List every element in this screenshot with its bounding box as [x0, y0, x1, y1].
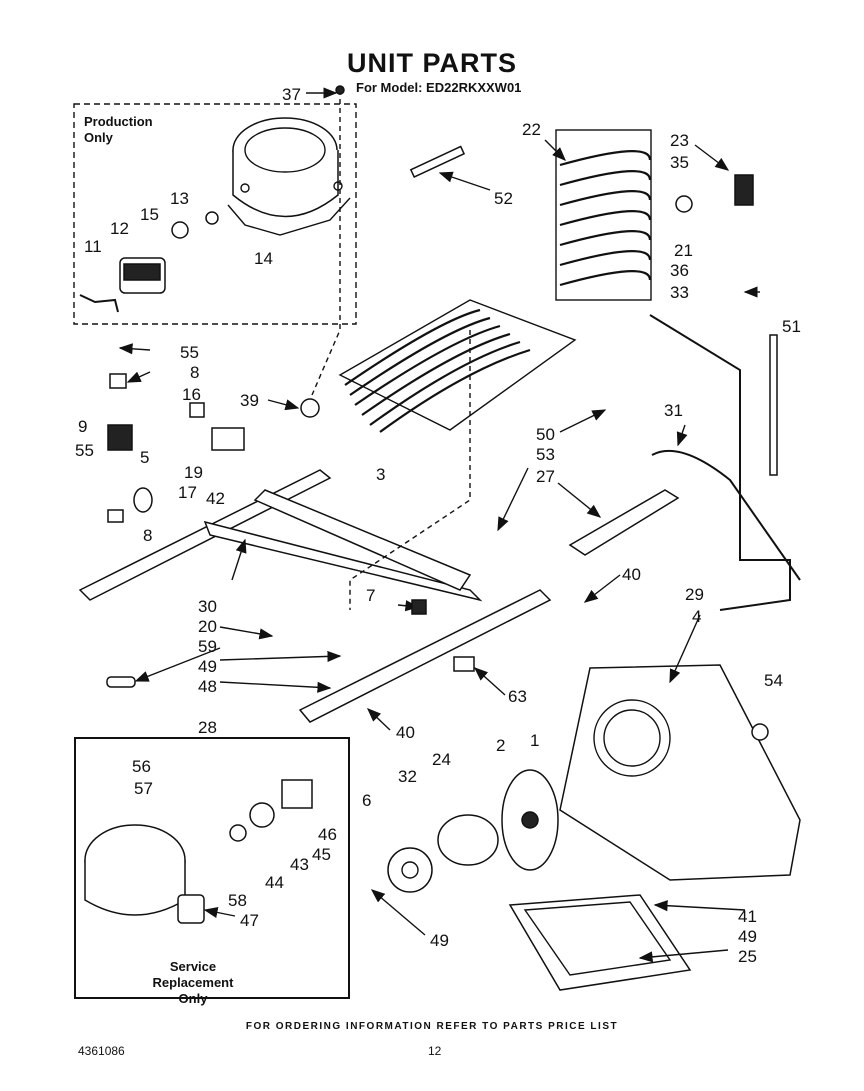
production-only-label: Production Only — [84, 114, 153, 146]
callout-48: 48 — [198, 677, 217, 696]
callout-44: 44 — [265, 873, 284, 892]
callout-37: 37 — [282, 85, 301, 104]
overload-part — [171, 221, 189, 239]
callout-28: 28 — [198, 718, 217, 737]
drain-pan-inner — [523, 901, 672, 976]
callout-31: 31 — [664, 401, 683, 420]
relay-service-part — [281, 779, 313, 809]
callout-56: 56 — [132, 757, 151, 776]
frame-rails — [78, 469, 552, 723]
callout-54: 54 — [764, 671, 783, 690]
drain-tube — [649, 314, 791, 611]
ordering-info-footer: FOR ORDERING INFORMATION REFER TO PARTS … — [245, 1021, 619, 1032]
production-label-line1: Production — [84, 114, 153, 129]
callout-6: 6 — [362, 791, 371, 810]
callout-7: 7 — [366, 586, 375, 605]
overload-service-part — [249, 802, 275, 828]
fan-motor — [387, 814, 499, 893]
drain-pan — [508, 894, 692, 991]
compressor-production — [227, 117, 351, 236]
callout-53: 53 — [536, 445, 555, 464]
tube-31 — [651, 449, 801, 581]
callout-30: 30 — [198, 597, 217, 616]
hardware-small — [106, 85, 778, 741]
document-number: 4361086 — [78, 1044, 125, 1058]
callout-17: 17 — [178, 483, 197, 502]
callout-1: 1 — [530, 731, 539, 750]
callout-11: 11 — [84, 237, 102, 256]
callout-49b: 49 — [738, 927, 757, 946]
callout-43: 43 — [290, 855, 309, 874]
callout-19: 19 — [184, 463, 203, 482]
callout-16: 16 — [182, 385, 201, 404]
callout-47: 47 — [240, 911, 259, 930]
fan-blade — [501, 769, 559, 871]
callout-27: 27 — [536, 467, 555, 486]
callout-33: 33 — [670, 283, 689, 302]
callout-49a: 49 — [198, 657, 217, 676]
condenser-coil — [555, 129, 652, 301]
callout-29: 29 — [685, 585, 704, 604]
service-label-line1: Service Replacement — [152, 959, 234, 990]
callout-32: 32 — [398, 767, 417, 786]
callout-21: 21 — [674, 241, 693, 260]
drier-part — [568, 489, 680, 556]
callout-4: 4 — [692, 607, 701, 626]
callout-40a: 40 — [622, 565, 641, 584]
callout-20: 20 — [198, 617, 217, 636]
callout-23: 23 — [670, 131, 689, 150]
callout-39: 39 — [240, 391, 259, 410]
callout-8b: 8 — [143, 526, 152, 545]
callout-57: 57 — [134, 779, 153, 798]
callout-14: 14 — [254, 249, 273, 268]
callout-55b: 55 — [75, 441, 94, 460]
callout-46: 46 — [318, 825, 337, 844]
fan-bracket — [559, 664, 801, 881]
callout-arrows — [118, 87, 760, 963]
callout-2: 2 — [496, 736, 505, 755]
callout-13: 13 — [170, 189, 189, 208]
clip-part — [79, 294, 119, 313]
callout-35: 35 — [670, 153, 689, 172]
washer-part — [205, 211, 219, 225]
callout-45: 45 — [312, 845, 331, 864]
compressor-service — [84, 824, 186, 916]
page-number: 12 — [428, 1044, 442, 1058]
callout-52: 52 — [494, 189, 513, 208]
callout-5: 5 — [140, 448, 149, 467]
callout-36: 36 — [670, 261, 689, 280]
callout-41: 41 — [738, 907, 757, 926]
model-subtitle: For Model: ED22RKXXW01 — [356, 80, 522, 95]
callout-58: 58 — [228, 891, 247, 910]
callout-63: 63 — [508, 687, 527, 706]
callout-55a: 55 — [180, 343, 199, 362]
callout-22: 22 — [522, 120, 541, 139]
callout-12: 12 — [110, 219, 129, 238]
relay-part — [119, 257, 166, 294]
callout-59: 59 — [198, 637, 217, 656]
service-replacement-label: Service Replacement Only — [128, 959, 258, 1007]
production-only-box — [73, 103, 357, 325]
callout-40b: 40 — [396, 723, 415, 742]
callout-51: 51 — [782, 317, 801, 336]
callout-9: 9 — [78, 417, 87, 436]
capacitor-part — [177, 894, 205, 924]
callout-8a: 8 — [190, 363, 199, 382]
callout-24: 24 — [432, 750, 451, 769]
callout-49c: 49 — [430, 931, 449, 950]
service-replacement-box — [74, 737, 350, 999]
grommet-service-part — [229, 824, 247, 842]
callout-25: 25 — [738, 947, 757, 966]
callout-50: 50 — [536, 425, 555, 444]
leader-line-2 — [349, 330, 471, 610]
callout-42: 42 — [206, 489, 225, 508]
callout-15: 15 — [140, 205, 159, 224]
callout-3: 3 — [376, 465, 385, 484]
production-label-line2: Only — [84, 130, 113, 145]
evaporator-coil — [338, 299, 577, 433]
page-title: UNIT PARTS — [347, 48, 517, 78]
